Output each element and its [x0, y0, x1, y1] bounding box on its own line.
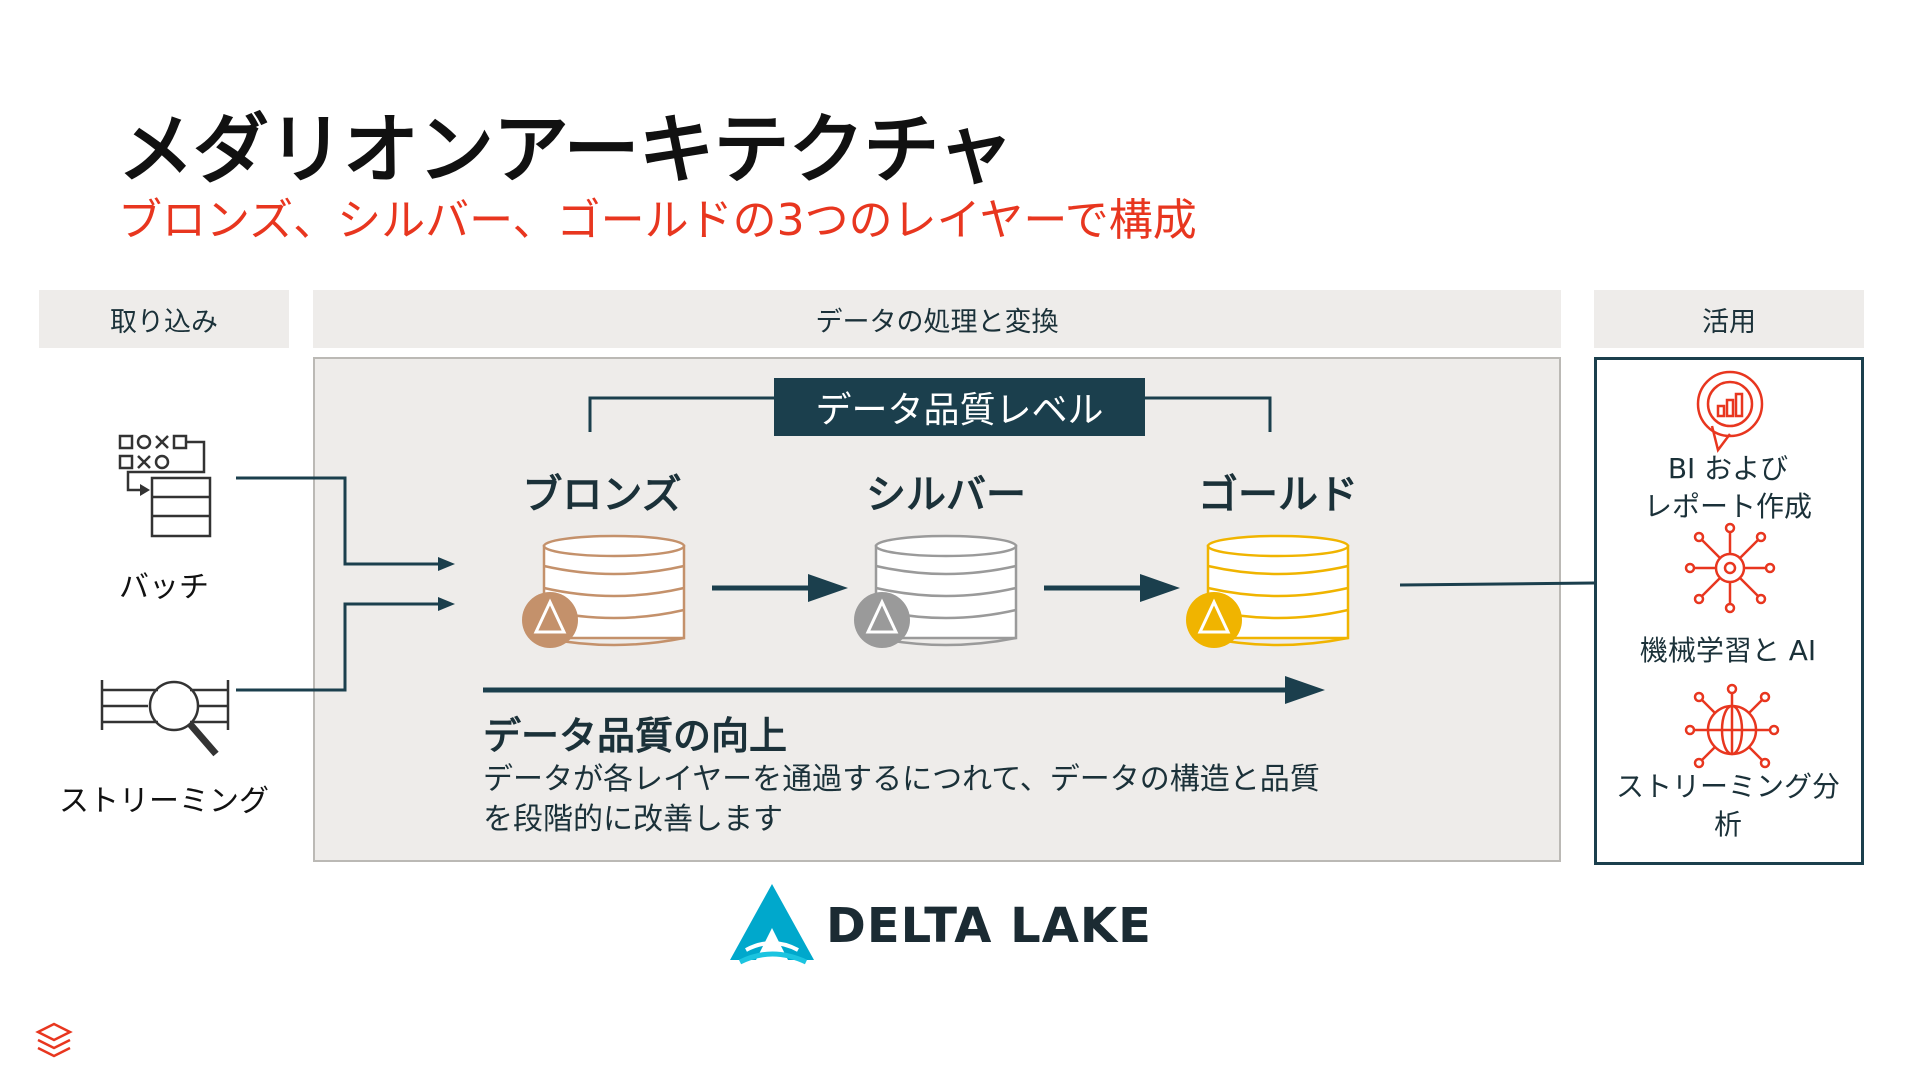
- gold-database-icon: [1186, 534, 1350, 648]
- ml-network-icon: [1684, 522, 1776, 614]
- output-label-streaming: ストリーミング分 析: [1615, 770, 1840, 841]
- output-label-bi: BI および レポート作成: [1643, 452, 1812, 523]
- batch-icon: [118, 434, 212, 538]
- bi-chart-icon: [1696, 370, 1764, 453]
- source-label-batch: バッチ: [119, 570, 209, 605]
- source-label-streaming: ストリーミング: [59, 784, 269, 819]
- improvement-title: データ品質の向上: [483, 714, 788, 758]
- page-title: メダリオンアーキテクチャ: [118, 105, 1014, 194]
- column-header-process: データの処理と変換: [313, 290, 1561, 348]
- delta-lake-wordmark: DELTA LAKE: [826, 898, 1152, 954]
- column-header-use: 活用: [1594, 290, 1864, 348]
- streaming-search-icon: [100, 680, 230, 757]
- output-label-ml: 機械学習と AI: [1639, 634, 1817, 667]
- tier-label-gold: ゴールド: [1198, 472, 1358, 518]
- bronze-database-icon: [522, 534, 686, 648]
- page-subtitle: ブロンズ、シルバー、ゴールドの3つのレイヤーで構成: [118, 195, 1197, 246]
- tier-label-silver: シルバー: [866, 472, 1026, 518]
- tier-label-bronze: ブロンズ: [522, 472, 682, 518]
- quality-level-label: データ品質レベル: [774, 378, 1145, 436]
- column-header-ingest: 取り込み: [39, 290, 289, 348]
- streaming-globe-icon: [1684, 683, 1780, 769]
- delta-lake-logo-icon: [730, 884, 814, 965]
- improvement-description: データが各レイヤーを通過するにつれて、データの構造と品質を段階的に改善します: [483, 762, 1320, 837]
- silver-database-icon: [854, 534, 1018, 648]
- stack-logo-icon: [35, 1022, 73, 1058]
